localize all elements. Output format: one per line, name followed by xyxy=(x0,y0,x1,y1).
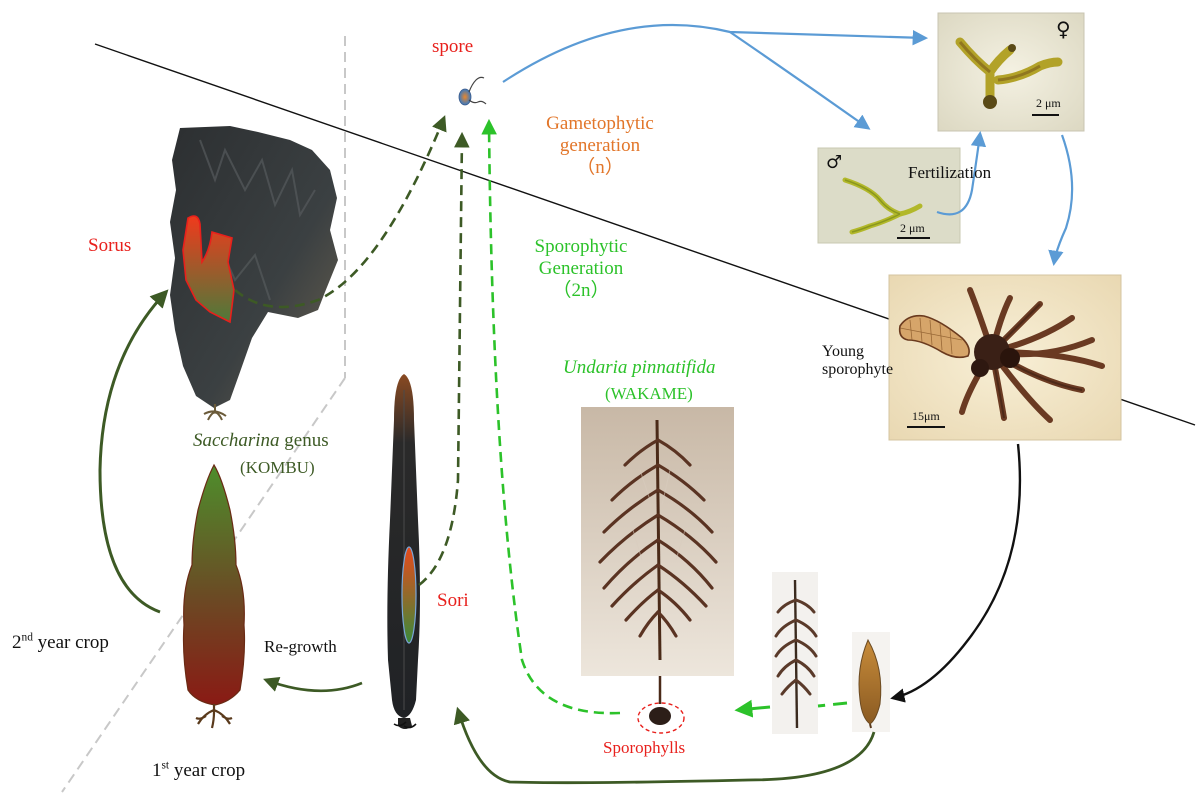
year2-rest: year crop xyxy=(33,632,109,653)
regrowth-label: Re-growth xyxy=(264,637,337,657)
female-symbol: ♀ xyxy=(1056,18,1071,41)
undaria-wakame-image xyxy=(581,407,734,676)
juvenile-sporophyte-image xyxy=(852,632,890,732)
sorus-label: Sorus xyxy=(88,235,131,257)
gametophytic-ploidy: （n） xyxy=(535,157,665,179)
undaria-label: Undaria pinnatifida xyxy=(563,357,716,379)
arrow-spore-to-female xyxy=(503,25,925,82)
first-year-crop-label: 1st year crop xyxy=(152,760,245,782)
kombu-first-year-plant-image xyxy=(184,465,245,728)
kombu-sori-blade-image xyxy=(387,374,420,729)
spore-icon xyxy=(459,77,486,105)
arrow-split-to-male xyxy=(730,32,868,128)
arrow-regrowth xyxy=(266,680,362,691)
second-year-crop-label: 2nd year crop xyxy=(12,632,109,654)
sori-label: Sori xyxy=(437,590,469,612)
saccharina-rest: genus xyxy=(280,430,329,451)
fertilization-label: Fertilization xyxy=(908,163,991,183)
sporophylls-label: Sporophylls xyxy=(603,738,685,758)
gametophytic-line2: generation xyxy=(535,135,665,157)
small-wakame-image xyxy=(772,572,818,734)
year1-sup: st xyxy=(162,760,170,772)
arrow-juvenile-to-small-wakame xyxy=(818,703,847,706)
scale-label-young: 15μm xyxy=(912,409,940,424)
scale-label-female: 2 μm xyxy=(1036,96,1061,111)
scale-bar-female xyxy=(1032,114,1059,116)
arrow-sori-to-spore xyxy=(419,135,462,585)
sori-region xyxy=(402,547,416,643)
arrow-second-year-to-sorus xyxy=(100,292,166,612)
young-line2: sporophyte xyxy=(822,361,893,379)
year1-num: 1 xyxy=(152,760,162,781)
sporophytic-generation-label: Sporophytic Generation （2n） xyxy=(516,236,646,302)
gametophytic-line1: Gametophytic xyxy=(535,113,665,135)
young-line1: Young xyxy=(822,343,893,361)
scale-bar-male xyxy=(897,237,930,239)
year2-num: 2 xyxy=(12,632,22,653)
year2-sup: nd xyxy=(22,632,33,644)
sporophytic-line2: Generation xyxy=(516,258,646,280)
gametophytic-generation-label: Gametophytic generation （n） xyxy=(535,113,665,179)
year1-rest: year crop xyxy=(169,760,245,781)
saccharina-italic: Saccharina xyxy=(193,430,280,451)
wakame-label: (WAKAME) xyxy=(605,384,693,404)
arrow-small-wakame-to-wakame xyxy=(738,707,770,710)
saccharina-genus-label: Saccharina genus xyxy=(193,430,329,452)
sporophytic-ploidy: （2n） xyxy=(516,280,646,302)
male-symbol: ♂ xyxy=(826,153,842,174)
scale-label-male: 2 μm xyxy=(900,221,925,236)
scale-bar-young xyxy=(907,426,945,428)
arrow-young-to-juvenile xyxy=(893,444,1020,698)
young-sporophyte-label: Young sporophyte xyxy=(822,343,893,380)
kombu-label: (KOMBU) xyxy=(240,458,315,478)
arrow-female-to-young-sporophyte xyxy=(1054,135,1072,263)
undaria-italic: Undaria pinnatifida xyxy=(563,357,716,378)
sporophylls-holdfast xyxy=(649,707,671,725)
spore-label: spore xyxy=(432,36,473,58)
sporophytic-line1: Sporophytic xyxy=(516,236,646,258)
